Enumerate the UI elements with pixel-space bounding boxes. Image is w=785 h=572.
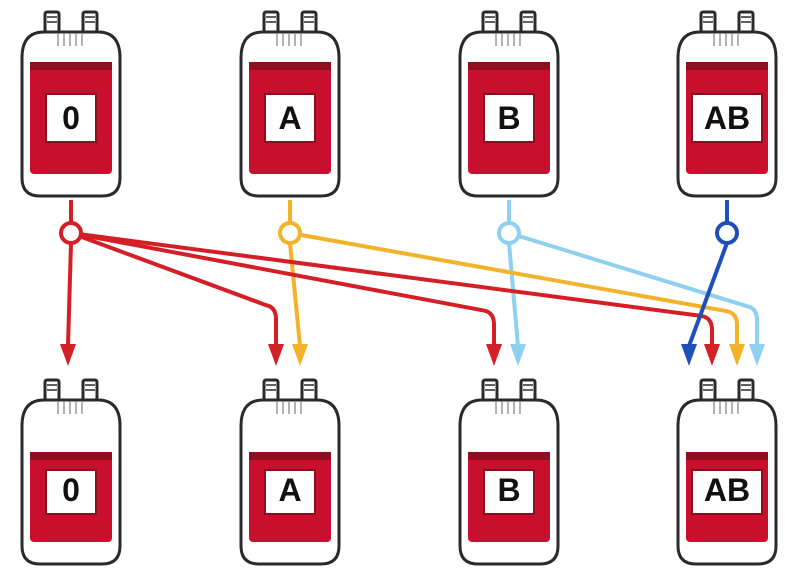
arrowhead-A-to-AB xyxy=(729,344,745,366)
donor-bag-AB: AB xyxy=(676,10,778,198)
arrowhead-B-to-B xyxy=(510,344,526,366)
arrow-0-to-B xyxy=(70,231,496,346)
arrowhead-B-to-AB xyxy=(749,344,765,366)
arrow-B-to-AB xyxy=(508,231,759,346)
arrowhead-0-to-AB xyxy=(704,344,720,366)
donor-label-A: A xyxy=(278,100,301,136)
arrowhead-A-to-A xyxy=(292,344,308,366)
blood-bag-icon xyxy=(20,378,122,566)
blood-bag-icon xyxy=(458,378,560,566)
junction-node-0 xyxy=(59,221,83,245)
arrow-0-to-A xyxy=(70,231,278,346)
blood-bag-icon xyxy=(239,10,341,198)
donor-label-AB: AB xyxy=(704,100,750,136)
arrowhead-0-to-A xyxy=(268,344,284,366)
recipient-label-A: A xyxy=(278,472,301,508)
blood-bag-icon xyxy=(239,378,341,566)
blood-bag-icon xyxy=(676,378,778,566)
donor-bag-B: B xyxy=(458,10,560,198)
arrowhead-AB-to-AB xyxy=(681,344,697,366)
recipient-label-B: B xyxy=(497,472,520,508)
arrow-A-to-A xyxy=(288,242,302,347)
arrowhead-0-to-B xyxy=(486,344,502,366)
recipient-bag-B: B xyxy=(458,378,560,566)
donor-label-B: B xyxy=(497,100,520,136)
blood-bag-icon xyxy=(458,10,560,198)
donor-label-0: 0 xyxy=(62,100,80,136)
donor-bag-A: A xyxy=(239,10,341,198)
blood-bag-icon xyxy=(20,10,122,198)
arrow-AB-to-AB xyxy=(687,242,729,347)
donor-bag-0: 0 xyxy=(20,10,122,198)
blood-bag-icon xyxy=(676,10,778,198)
recipient-label-AB: AB xyxy=(704,472,750,508)
recipient-bag-0: 0 xyxy=(20,378,122,566)
recipient-bag-AB: AB xyxy=(676,378,778,566)
junction-node-A xyxy=(278,221,302,245)
compatibility-arrows xyxy=(59,200,765,366)
arrow-0-to-0 xyxy=(66,242,73,347)
arrowhead-0-to-0 xyxy=(60,344,76,366)
arrow-B-to-B xyxy=(507,242,520,347)
recipient-bag-A: A xyxy=(239,378,341,566)
junction-node-B xyxy=(497,221,521,245)
recipient-label-0: 0 xyxy=(62,472,80,508)
arrow-A-to-AB xyxy=(289,231,739,346)
junction-node-AB xyxy=(715,221,739,245)
